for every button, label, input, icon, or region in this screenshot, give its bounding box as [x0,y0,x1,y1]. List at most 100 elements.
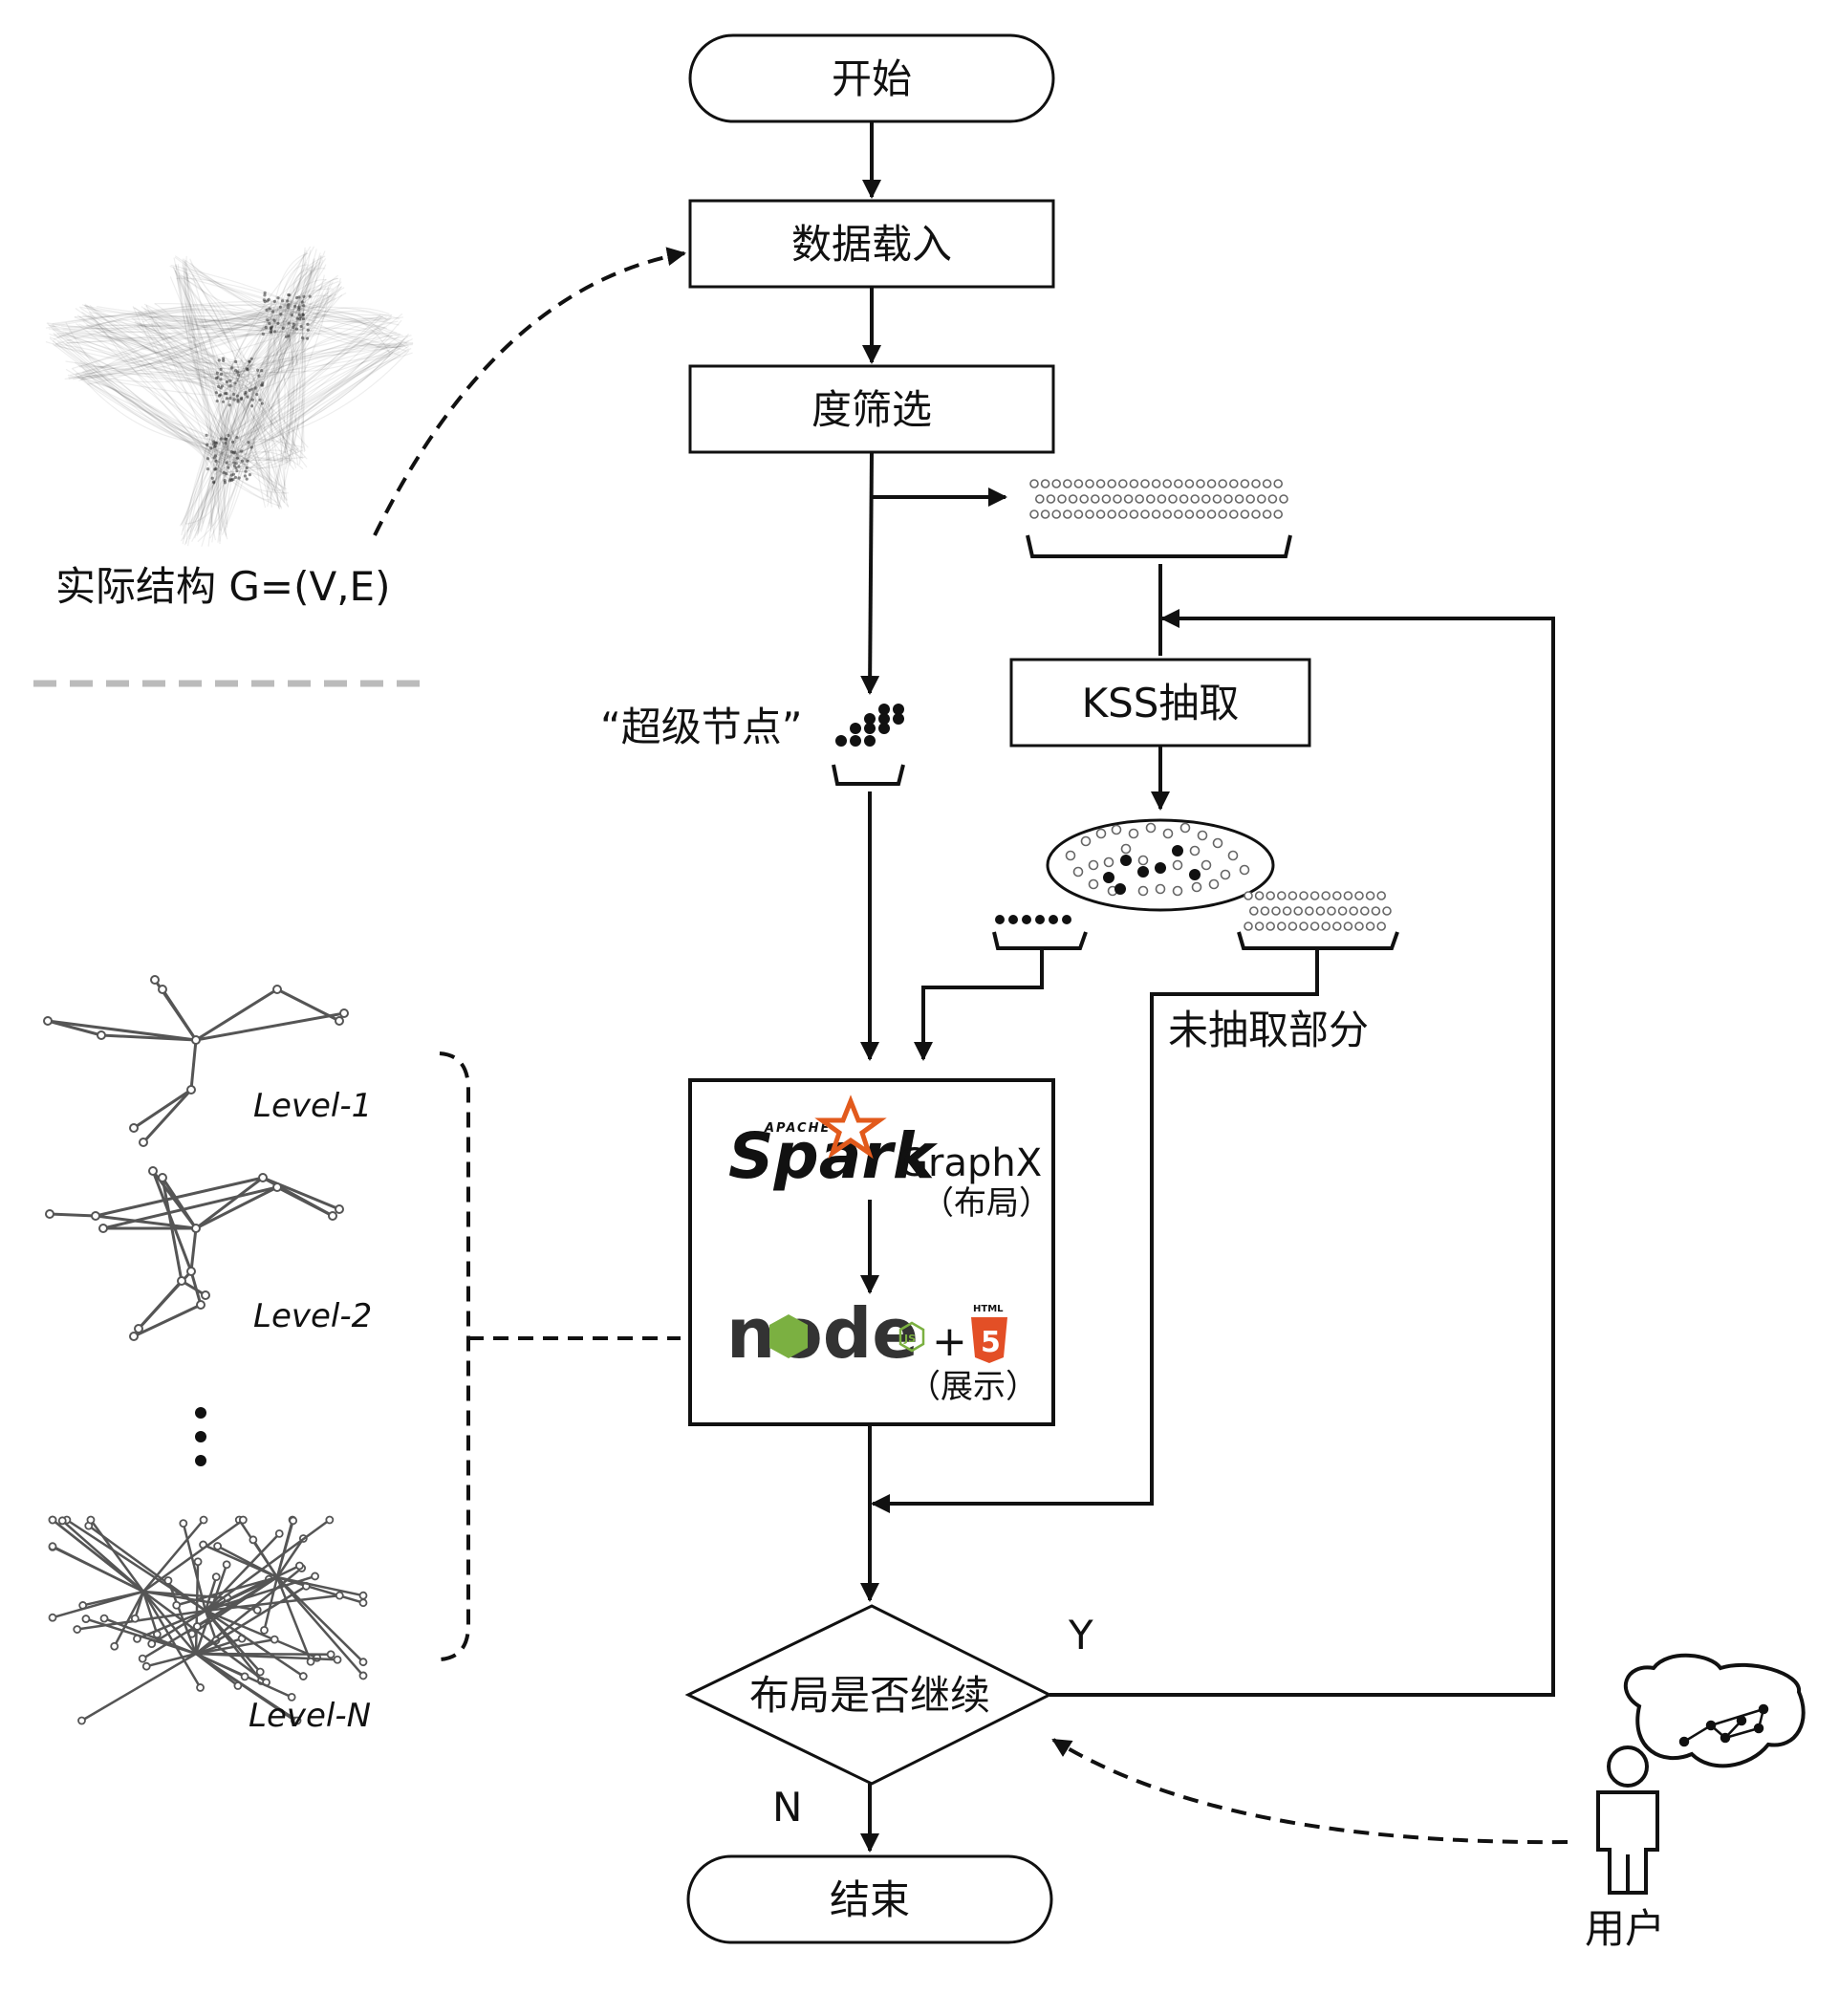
arrow-unextracted-to-merge [871,948,1319,1513]
connectors [860,121,1555,1853]
graph-node [292,1716,302,1725]
node-dot [1155,883,1166,895]
node-dot [1218,479,1227,488]
graph-node [99,1614,109,1623]
graph-node [358,1598,368,1608]
node-dot [1101,494,1112,504]
node-dot [1309,891,1320,900]
yes-label: Y [1068,1612,1093,1658]
node-dot [1196,509,1205,519]
arrow-filter-to-supernodes [860,451,880,695]
node-dot [1354,891,1364,900]
extracted-node-dot [1114,883,1126,895]
node-dot [1057,494,1067,504]
graph-node [129,1123,139,1133]
node-dot [1249,906,1259,916]
node-dot [1244,921,1253,931]
extracted-node-dot [1137,866,1149,878]
level-n-graph [48,1515,368,1725]
graph-node [158,985,167,994]
graph-node [179,1519,188,1528]
node-dot [1085,509,1094,519]
node-dot [1135,494,1144,504]
node-dot [1179,822,1191,834]
node-dot [1365,891,1375,900]
node-dot [1095,828,1107,839]
degree-filter-label: 度筛选 [811,386,932,433]
node-dot [1321,891,1331,900]
graph-node [77,1716,86,1725]
js-badge-text: JS [903,1333,916,1345]
super-node-dot [893,713,904,725]
graph-node [274,1528,284,1538]
node-dot [1273,479,1283,488]
node-dot [1145,822,1157,834]
end-label: 结束 [830,1876,910,1923]
graph-node [287,1692,296,1702]
node-dot [1151,509,1161,519]
graph-node [73,1625,82,1634]
super-node-dot [864,713,876,725]
decision-label: 布局是否继续 [749,1672,990,1719]
node-dot [1172,859,1183,871]
node-dot [1332,891,1342,900]
node-dot [1262,479,1272,488]
actual-structure-label: 实际结构 G=(V,E) [55,563,390,610]
node-dot [1240,479,1250,488]
node-dot [1343,921,1353,931]
kss-sample-ellipse [1046,818,1275,912]
graph-node [270,1635,279,1644]
node-dot [1309,921,1320,931]
html5-digit: 5 [981,1326,1001,1359]
extracted-node-dot [1189,869,1201,880]
node-dot [1073,479,1084,488]
node-dot [1321,921,1331,931]
node-dot [1245,494,1255,504]
graph-node [163,1576,173,1585]
graph-node [335,1016,344,1026]
node-dot [1063,509,1072,519]
level-1-label: Level-1 [253,1087,372,1125]
node-dot [1305,906,1314,916]
node-dot [1128,828,1139,839]
node-dot [1365,921,1375,931]
graph-node [222,1560,231,1570]
node-dot [1129,479,1139,488]
graph-node [252,1605,262,1615]
graph-node [272,1182,282,1192]
node-dot [1327,906,1336,916]
node-dot [1273,509,1283,519]
node-dot [1140,509,1150,519]
data-load-step: 数据载入 [688,199,1055,289]
node-dot [1240,509,1250,519]
super-node-dot [893,704,904,715]
super-node-dot [864,723,876,734]
graph-node [139,1138,148,1147]
dashed-arrow-structure-to-load [373,247,686,536]
graph-node [43,1016,53,1026]
graph-node [133,1634,141,1643]
graph-node [158,1173,167,1182]
graph-node [193,1557,203,1567]
graph-node [358,1658,368,1667]
graph-node [134,1324,143,1333]
node-dot [1349,906,1358,916]
extracted-node-dot [1172,845,1183,856]
node-dot [1229,479,1239,488]
node-dot [1189,845,1201,856]
node-dot [1287,921,1298,931]
node-dot [1196,479,1205,488]
graph-node [272,985,282,994]
html5-logo-icon: HTML 5 [971,1304,1007,1363]
plus-sign: + [932,1317,967,1366]
remaining-nodes-set [1029,479,1288,519]
node-dot [1266,921,1275,931]
graph-node [192,1622,202,1631]
node-dot [1091,494,1100,504]
graph-node [98,1224,108,1233]
no-label: N [772,1784,802,1831]
level-n-label: Level-N [249,1697,371,1735]
graph-node [335,1204,344,1214]
node-dot [1277,921,1287,931]
node-dot [1040,509,1050,519]
